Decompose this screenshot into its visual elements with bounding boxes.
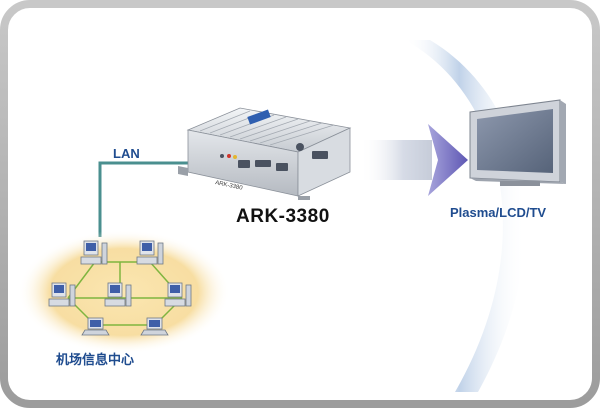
signal-arrow	[428, 124, 468, 196]
signal-beam	[360, 140, 432, 180]
lan-label: LAN	[113, 146, 140, 161]
network-glow	[18, 230, 230, 354]
ark-device: ARK-3380	[178, 107, 352, 200]
device-model-label: ARK-3380	[236, 206, 330, 227]
computer-icon	[136, 240, 164, 265]
computer-icon	[104, 282, 132, 307]
computer-icon	[164, 282, 192, 307]
brand-tag	[247, 109, 271, 125]
display-screen	[469, 99, 566, 186]
device-model-small: ARK-3380	[215, 180, 244, 192]
computer-icon	[80, 240, 108, 265]
display-label: Plasma/LCD/TV	[450, 205, 547, 220]
lan-connection-line	[98, 161, 188, 237]
network-center-label: 机场信息中心	[56, 352, 135, 367]
computer-icon	[48, 282, 76, 307]
